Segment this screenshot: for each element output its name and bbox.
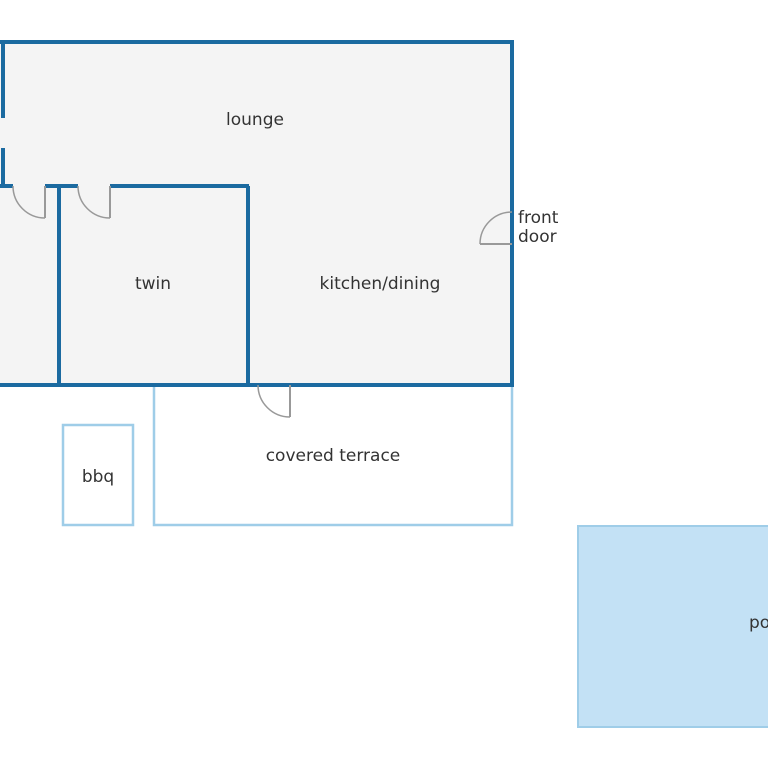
bbq-area: [61, 423, 135, 527]
label-front-door-line1: front: [518, 208, 559, 228]
exterior-wall: [0, 40, 514, 387]
door-left-bedroom: [12, 185, 46, 219]
interior-floor: [0, 42, 512, 385]
label-lounge: lounge: [226, 110, 284, 130]
pool-area: [577, 525, 768, 728]
label-kitchen-dining: kitchen/dining: [320, 274, 441, 294]
door-twin: [77, 185, 111, 219]
label-front-door-line2: door: [518, 227, 557, 247]
door-front: [479, 211, 513, 245]
covered-terrace-area: [152, 383, 514, 527]
door-terrace: [257, 384, 291, 418]
label-twin: twin: [135, 274, 171, 294]
label-bbq: bbq: [82, 467, 114, 487]
label-covered-terrace: covered terrace: [266, 446, 401, 466]
label-pool: po: [749, 613, 768, 633]
